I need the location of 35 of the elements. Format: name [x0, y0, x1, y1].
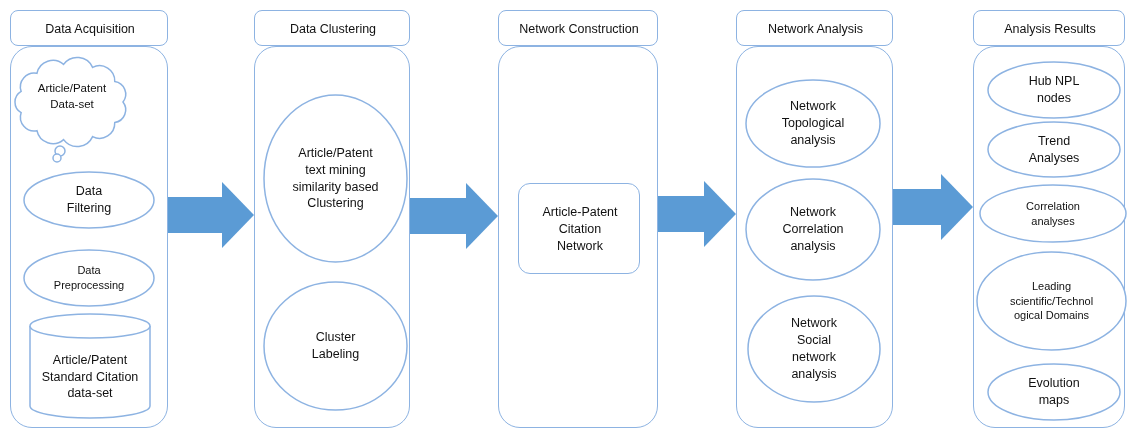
- column-panel: [973, 46, 1125, 428]
- header-box: [736, 10, 893, 46]
- node-label: Trend Analyses: [1027, 132, 1081, 167]
- column-heading: Analysis Results: [1004, 20, 1096, 38]
- block-arrow: [410, 183, 498, 249]
- block-arrow: [893, 174, 973, 240]
- node-label: Data Preprocessing: [52, 263, 126, 293]
- column-heading: Network Construction: [519, 20, 639, 38]
- column-heading: Network Analysis: [767, 20, 864, 38]
- node-label: Correlation analyses: [1025, 198, 1081, 229]
- node-label: Network Topological analysis: [780, 98, 846, 149]
- block-arrow: [168, 182, 254, 248]
- node-label: Article/Patent Data-set: [36, 81, 108, 112]
- node-label: Evolution maps: [1027, 375, 1081, 409]
- column-heading: Data Clustering: [289, 20, 377, 38]
- column-panel: [10, 46, 168, 428]
- header-box: [498, 10, 658, 46]
- column-panel: [254, 46, 410, 428]
- node-label: Cluster Labeling: [310, 329, 361, 363]
- column-heading: Data Acquisition: [45, 20, 135, 38]
- column-panel: [498, 46, 658, 428]
- node-label: Network Correlation analysis: [781, 204, 845, 255]
- header-box: [254, 10, 410, 46]
- header-box: [10, 10, 168, 46]
- column-panel: [736, 46, 893, 428]
- header-box: [973, 10, 1125, 46]
- node-label: Article-Patent Citation Network: [541, 204, 619, 255]
- node-label: Article/Patent Standard Citation data-set: [40, 351, 140, 403]
- node-label: Data Filtering: [65, 183, 113, 217]
- node-label: Leading scientific/Technological Domains: [1008, 278, 1095, 324]
- process-box: [518, 183, 640, 274]
- node-label: Network Social network analysis: [790, 315, 838, 383]
- block-arrow: [658, 181, 736, 247]
- node-label: Article/Patent text mining similarity based Clustering: [291, 144, 380, 213]
- node-label: Hub NPL nodes: [1027, 73, 1081, 107]
